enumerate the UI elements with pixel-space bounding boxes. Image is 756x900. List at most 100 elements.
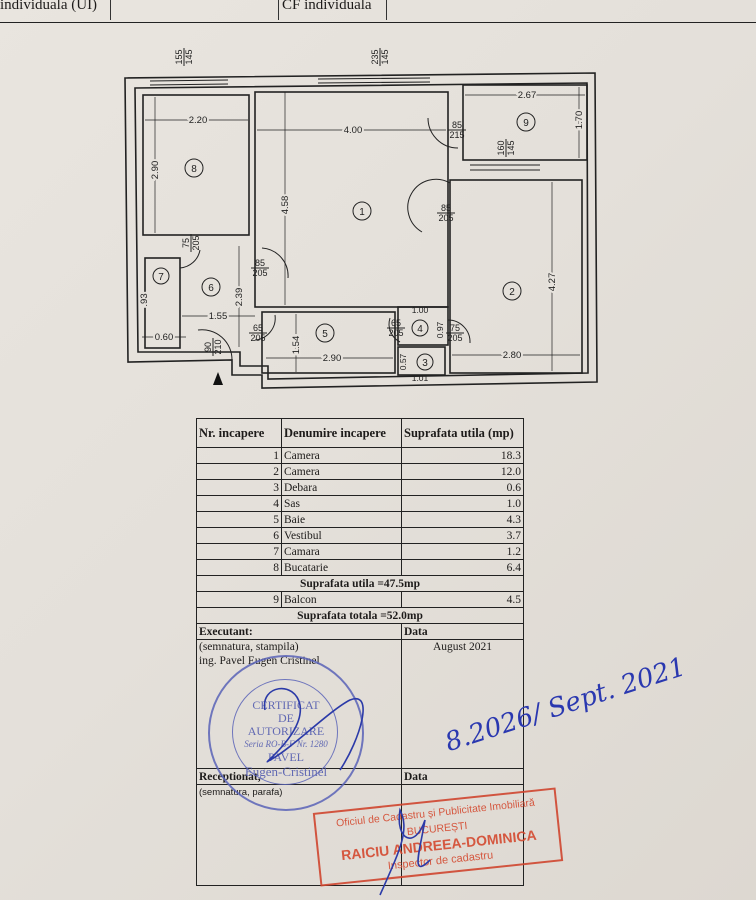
room-number: 5: [322, 329, 328, 340]
opening-width: 75: [181, 238, 191, 248]
dimension-label: 0.97: [435, 321, 445, 338]
opening-height: 210: [213, 339, 223, 354]
executant-header-row: Executant:Data: [196, 623, 524, 640]
room-area: 12.0: [401, 463, 524, 480]
executant-signature: [263, 687, 364, 771]
dimension-label: 2.90: [150, 161, 161, 180]
receptionat-date-label: Data: [401, 768, 524, 785]
stamp-text: Eugen-Cristinel: [244, 764, 328, 779]
header-table: individuala (UI) CF individuala: [0, 0, 756, 23]
table-header-row: Nr. incapere Denumire incapere Suprafata…: [196, 418, 524, 448]
dimension-label: 2.20: [189, 115, 208, 126]
room-nr: 8: [196, 559, 282, 576]
dimension-label: 2.39: [234, 288, 245, 307]
executant-note: (semnatura, stampila): [199, 641, 299, 653]
dimension-label: 4.00: [344, 125, 363, 136]
total-row: Suprafata totala =52.0mp: [196, 607, 524, 624]
dimension-label: .93: [139, 293, 150, 306]
room-2-outline: [449, 179, 583, 374]
room-3-outline: [397, 346, 446, 376]
divider: [278, 0, 279, 20]
entrance-arrow-icon: [213, 372, 223, 385]
opening-width: 90: [203, 342, 213, 352]
opening-width: 85: [255, 258, 265, 268]
executant-date-label: Data: [401, 623, 524, 640]
opening-width: 85: [452, 120, 462, 130]
room-name: Camera: [281, 447, 402, 464]
room-5-outline: [261, 311, 396, 374]
receptionat-signature: [379, 807, 431, 896]
header-cell-cf: CF individuala: [282, 0, 372, 13]
opening-height: 205: [191, 235, 201, 250]
opening-width: 160: [496, 140, 506, 155]
opening-height: 215: [449, 130, 464, 140]
dimension-label: 2.80: [503, 350, 522, 361]
room-area: 4.3: [401, 511, 524, 528]
room-number: 1: [359, 207, 365, 218]
room-number: 4: [417, 324, 423, 335]
dimension-label: 1.01: [412, 373, 429, 383]
room-name: Balcon: [281, 591, 402, 608]
dimension-label: 4.27: [547, 273, 558, 292]
opening-width: 65: [253, 323, 263, 333]
opening-width: 85: [441, 203, 451, 213]
room-area: 3.7: [401, 527, 524, 544]
dimension-label: 0.57: [398, 353, 408, 370]
room-name: Camara: [281, 543, 402, 560]
room-1-outline: [254, 91, 449, 308]
subtotal-row: Suprafata utila =47.5mp: [196, 575, 524, 592]
room-nr: 4: [196, 495, 282, 512]
room-nr: 9: [196, 591, 282, 608]
room-name: Vestibul: [281, 527, 402, 544]
authorization-stamp: CERTIFICAT DE AUTORIZARE Seria RO-B-F Nr…: [208, 655, 364, 811]
opening-width: 65: [391, 318, 401, 328]
outer-wall: [124, 72, 598, 389]
room-area: 0.6: [401, 479, 524, 496]
room-area: 4.5: [401, 591, 524, 608]
divider: [386, 0, 387, 20]
room-name: Debara: [281, 479, 402, 496]
dimension-label: 1.00: [412, 305, 429, 315]
col-header-name: Denumire incapere: [281, 418, 402, 448]
header-cell-ui: individuala (UI): [0, 0, 98, 13]
room-name: Bucatarie: [281, 559, 402, 576]
stamp-text: PAVEL: [267, 750, 305, 764]
dimension-label: 1.55: [209, 311, 228, 322]
stamp-text: Seria RO-B-F Nr. 1280: [244, 739, 328, 749]
room-area: 18.3: [401, 447, 524, 464]
room-number: 7: [158, 272, 164, 283]
room-number: 2: [509, 287, 515, 298]
room-area: 6.4: [401, 559, 524, 576]
opening-height: 205: [447, 333, 462, 343]
room-nr: 3: [196, 479, 282, 496]
executant-label: Executant:: [196, 623, 402, 640]
opening-width: 235: [370, 49, 380, 64]
stamp-text: CERTIFICAT: [252, 698, 320, 712]
opening-height: 205: [252, 268, 267, 278]
dimension-label: 1.70: [574, 111, 585, 130]
dimension-label: 2.67: [518, 90, 537, 101]
opening-height: 145: [506, 140, 516, 155]
outer-wall-inner: [134, 82, 589, 380]
col-header-nr: Nr. incapere: [196, 418, 282, 448]
dimension-label: 4.58: [280, 196, 291, 215]
opening-height: 205: [438, 213, 453, 223]
room-7-outline: [144, 257, 181, 349]
room-area: 1.0: [401, 495, 524, 512]
opening-height: 145: [184, 49, 194, 64]
room-number: 3: [422, 358, 428, 369]
room-nr: 7: [196, 543, 282, 560]
opening-width: 155: [174, 49, 184, 64]
room-nr: 5: [196, 511, 282, 528]
dimension-label: 2.90: [323, 353, 342, 364]
